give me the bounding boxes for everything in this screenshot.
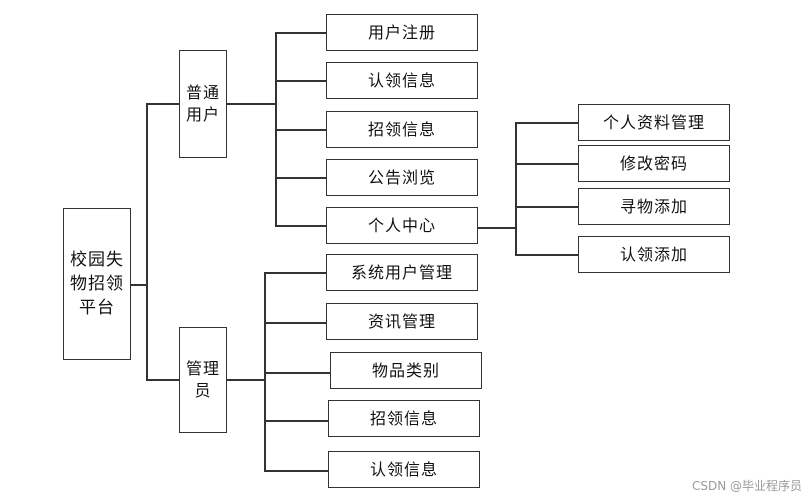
connector — [264, 420, 328, 422]
watermark: CSDN @毕业程序员 — [691, 479, 802, 493]
connector — [275, 225, 326, 227]
connector — [146, 379, 179, 381]
group-node-user: 普通 用户 — [179, 50, 227, 158]
connector — [264, 272, 266, 471]
connector — [146, 103, 179, 105]
root-node: 校园失 物招领 平台 — [63, 208, 131, 360]
admin-leaf-user-mgmt: 系统用户管理 — [326, 254, 478, 291]
connector — [275, 32, 326, 34]
connector — [264, 322, 326, 324]
admin-leaf-claim-info: 认领信息 — [328, 451, 480, 488]
connector — [515, 122, 578, 124]
connector — [264, 272, 326, 274]
pc-leaf-lost-add: 寻物添加 — [578, 188, 730, 225]
group-node-admin: 管理 员 — [179, 327, 227, 433]
connector — [130, 284, 146, 286]
pc-leaf-claim-add: 认领添加 — [578, 236, 730, 273]
user-leaf-announcements: 公告浏览 — [326, 159, 478, 196]
admin-leaf-news-mgmt: 资讯管理 — [326, 303, 478, 340]
pc-leaf-profile: 个人资料管理 — [578, 104, 730, 141]
admin-leaf-item-category: 物品类别 — [330, 352, 482, 389]
connector — [264, 470, 328, 472]
connector — [515, 206, 578, 208]
connector — [275, 80, 326, 82]
connector — [275, 177, 326, 179]
user-leaf-found-info: 招领信息 — [326, 111, 478, 148]
admin-leaf-found-info: 招领信息 — [328, 400, 480, 437]
user-leaf-register: 用户注册 — [326, 14, 478, 51]
connector — [515, 254, 578, 256]
connector — [226, 379, 264, 381]
connector — [146, 103, 148, 380]
connector — [275, 129, 326, 131]
connector — [226, 103, 275, 105]
connector — [515, 163, 578, 165]
connector — [515, 122, 517, 255]
pc-leaf-password: 修改密码 — [578, 145, 730, 182]
user-leaf-claim-info: 认领信息 — [326, 62, 478, 99]
connector — [478, 227, 515, 229]
connector — [264, 372, 330, 374]
user-leaf-personal-center: 个人中心 — [326, 207, 478, 244]
